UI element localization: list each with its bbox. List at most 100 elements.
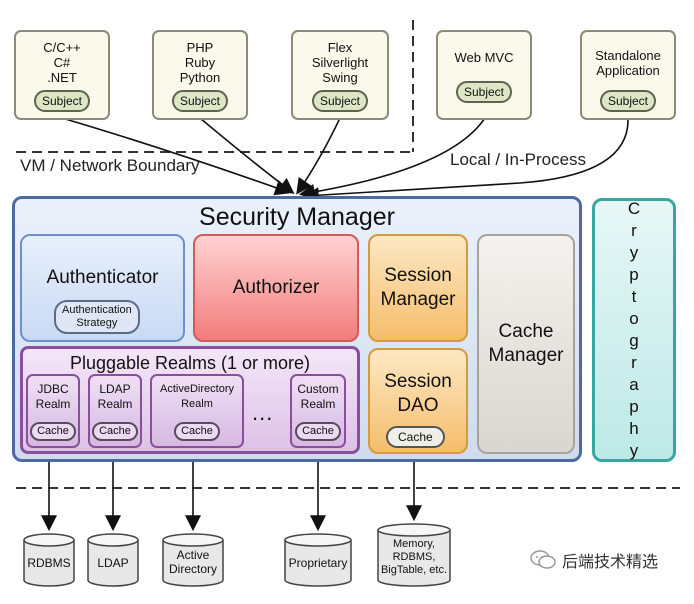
authenticator-label: Authenticator — [46, 267, 159, 288]
watermark: 后端技术精选 — [530, 548, 658, 572]
session-manager-line: Session — [384, 265, 452, 286]
session-dao: Session DAO Cache — [368, 348, 468, 454]
arrow-flex — [296, 117, 341, 195]
realm-line: LDAP — [99, 382, 131, 396]
datastore-rdbms: RDBMS — [24, 556, 74, 570]
client-line: Web MVC — [454, 49, 514, 65]
client-line: Standalone — [595, 48, 661, 63]
cryptography-letter: o — [629, 309, 639, 328]
client-line: Flex — [327, 40, 353, 55]
realm-cache-pill: Cache — [174, 422, 220, 441]
client-cpp: C/C++ C# .NET Subject — [14, 30, 110, 120]
watermark-text: 后端技术精选 — [562, 554, 659, 571]
db-memory-icon — [377, 523, 451, 587]
session-dao-line: DAO — [397, 395, 439, 416]
subject-pill: Subject — [171, 90, 229, 112]
cryptography-letter: C — [627, 199, 641, 218]
client-standalone: Standalone Application Subject — [580, 30, 676, 120]
db-rdbms-icon — [23, 533, 75, 587]
cache-manager-line: Manager — [488, 345, 564, 366]
client-line: .NET — [47, 70, 77, 85]
datastore-line: RDBMS, — [392, 551, 436, 563]
datastore-memory: Memory, RDBMS, BigTable, etc. — [376, 538, 452, 577]
realm-line: Realm — [181, 398, 213, 410]
strategy-line: Strategy — [76, 317, 118, 329]
datastore-line: BigTable, etc. — [380, 564, 448, 576]
realm-line: Realm — [97, 397, 133, 411]
cryptography-letter: r — [631, 353, 637, 372]
authenticator: Authenticator Authentication Strategy — [20, 234, 185, 342]
realm-line: Custom — [297, 382, 339, 396]
client-php: PHP Ruby Python Subject — [152, 30, 248, 120]
local-in-process-label: Local / In-Process — [450, 150, 587, 169]
datastore-active-directory: Active Directory — [163, 548, 223, 576]
cryptography-letter: h — [629, 419, 639, 438]
client-line: Python — [179, 70, 221, 85]
realm-line: Realm — [300, 397, 336, 411]
subject-pill: Subject — [311, 90, 369, 112]
client-line: Application — [596, 63, 660, 78]
datastore-line: Proprietary — [288, 556, 348, 570]
cryptography-letter: y — [629, 243, 639, 262]
session-dao-cache-pill: Cache — [386, 426, 445, 448]
cryptography-letter: g — [629, 331, 639, 350]
realm-line: JDBC — [37, 382, 69, 396]
datastore-line: Directory — [168, 562, 217, 576]
realm-line: Realm — [35, 397, 71, 411]
realm-jdbc: JDBC Realm Cache — [26, 374, 80, 448]
client-line: Swing — [322, 70, 358, 85]
session-dao-line: Session — [384, 371, 452, 392]
authorizer-label: Authorizer — [232, 277, 320, 298]
client-web-mvc: Web MVC Subject — [436, 30, 532, 120]
realm-custom: Custom Realm Cache — [290, 374, 346, 448]
client-line: PHP — [186, 40, 214, 55]
authorizer: Authorizer — [193, 234, 359, 342]
realm-line: ActiveDirectory — [160, 383, 234, 395]
datastore-proprietary: Proprietary — [285, 556, 351, 570]
subject-pill: Subject — [33, 90, 91, 112]
client-line: Silverlight — [311, 55, 369, 70]
realm-cache-pill: Cache — [30, 422, 76, 441]
client-line: C# — [53, 55, 71, 70]
cryptography-letter: a — [629, 375, 639, 394]
realm-cache-pill: Cache — [92, 422, 138, 441]
realm-active-directory: ActiveDirectory Realm Cache — [150, 374, 244, 448]
security-manager-title: Security Manager — [199, 203, 395, 231]
subject-pill: Subject — [599, 90, 657, 112]
strategy-line: Authentication — [62, 304, 132, 316]
datastore-line: LDAP — [97, 556, 129, 570]
datastore-line: Active — [176, 548, 210, 562]
db-active-directory-icon — [162, 533, 224, 587]
arrow-cpp — [61, 117, 292, 196]
authentication-strategy-pill: Authentication Strategy — [54, 300, 140, 334]
session-manager: Session Manager — [368, 234, 468, 342]
subject-pill: Subject — [455, 80, 513, 103]
pluggable-realms-title: Pluggable Realms (1 or more) — [69, 353, 311, 373]
cache-manager-line: Cache — [498, 321, 554, 342]
arrow-php — [199, 117, 295, 194]
realm-ldap: LDAP Realm Cache — [88, 374, 142, 448]
cryptography-letter: y — [629, 441, 639, 460]
datastore-ldap: LDAP — [88, 556, 138, 570]
wechat-icon — [530, 550, 556, 569]
datastore-line: RDBMS — [27, 556, 71, 570]
datastore-line: Memory, — [393, 538, 435, 550]
db-ldap-icon — [87, 533, 139, 587]
arrow-webmvc — [298, 117, 486, 200]
cryptography-letter: r — [631, 221, 637, 240]
client-line: C/C++ — [43, 40, 81, 55]
cache-manager: Cache Manager — [477, 234, 575, 454]
realms-ellipsis: ... — [252, 400, 274, 425]
db-proprietary-icon — [284, 533, 352, 587]
cryptography-letter: p — [629, 265, 639, 284]
cryptography-letter: t — [631, 287, 637, 306]
arrow-standalone — [302, 117, 629, 204]
client-flex: Flex Silverlight Swing Subject — [291, 30, 389, 120]
client-line: Ruby — [184, 55, 216, 70]
session-manager-line: Manager — [380, 289, 456, 310]
cryptography-letter: p — [629, 397, 639, 416]
